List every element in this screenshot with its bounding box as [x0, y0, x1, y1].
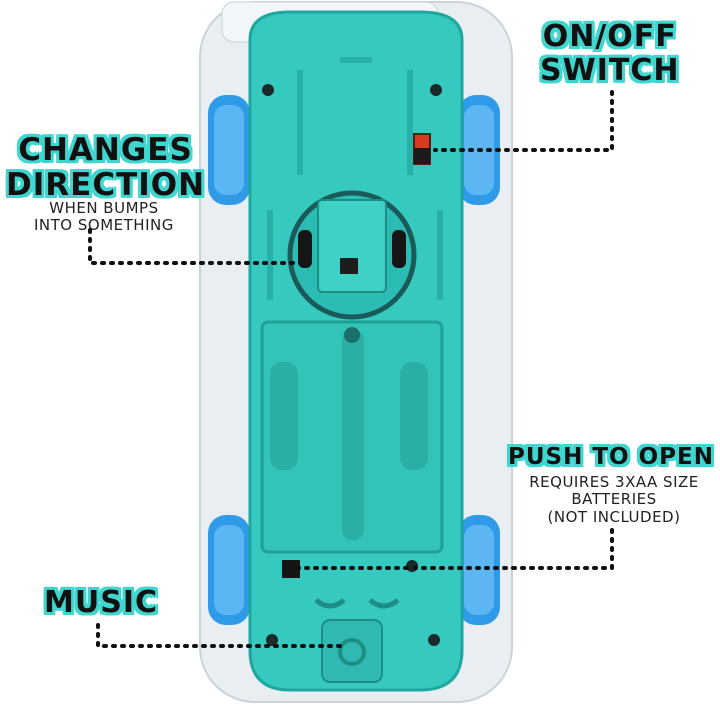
- battery-cover-grips: [270, 330, 428, 540]
- small-wheel-icon: [392, 230, 406, 268]
- on-off-title-line1: ON/OFF: [542, 19, 677, 54]
- push-tab: [282, 560, 300, 578]
- push-to-open-subtitle: REQUIRES 3XAA SIZE BATTERIES (NOT INCLUD…: [514, 473, 714, 526]
- screw-icon: [428, 634, 440, 646]
- push-to-open-title: PUSH TO OPEN: [508, 444, 714, 470]
- push-to-open-sub2: BATTERIES: [571, 490, 657, 509]
- changes-direction-sub1: WHEN BUMPS: [49, 199, 159, 217]
- changes-direction-title-line1: CHANGES: [18, 132, 193, 168]
- speaker-grille-icon: [314, 598, 346, 609]
- leader-on-off: [433, 90, 614, 152]
- wheel-rear-left-icon: [208, 515, 250, 625]
- chassis-ribs: [267, 57, 443, 300]
- push-to-open-sub3: (NOT INCLUDED): [547, 507, 681, 526]
- on-off-callout: ON/OFF SWITCH: [540, 22, 679, 86]
- leader-music: [96, 623, 346, 648]
- leader-changes-direction: [88, 228, 300, 265]
- on-off-title-line2: SWITCH: [540, 53, 680, 88]
- changes-direction-callout: CHANGES DIRECTION: [6, 135, 205, 201]
- changes-direction-subtitle: WHEN BUMPS INTO SOMETHING: [34, 199, 174, 235]
- screw-icon: [430, 84, 442, 96]
- changes-direction-title-line2: DIRECTION: [6, 167, 206, 203]
- small-wheel-icon: [298, 230, 312, 268]
- push-to-open-sub1: REQUIRES 3XAA SIZE: [529, 473, 699, 491]
- screw-icon: [406, 560, 418, 572]
- wheel-front-left-icon: [208, 95, 250, 205]
- leader-push-to-open: [294, 528, 614, 570]
- leader-lines: [88, 90, 614, 648]
- music-title: MUSIC: [44, 585, 158, 620]
- screw-icon: [266, 634, 278, 646]
- screw-icon: [262, 84, 274, 96]
- changes-direction-sub2: INTO SOMETHING: [34, 216, 174, 235]
